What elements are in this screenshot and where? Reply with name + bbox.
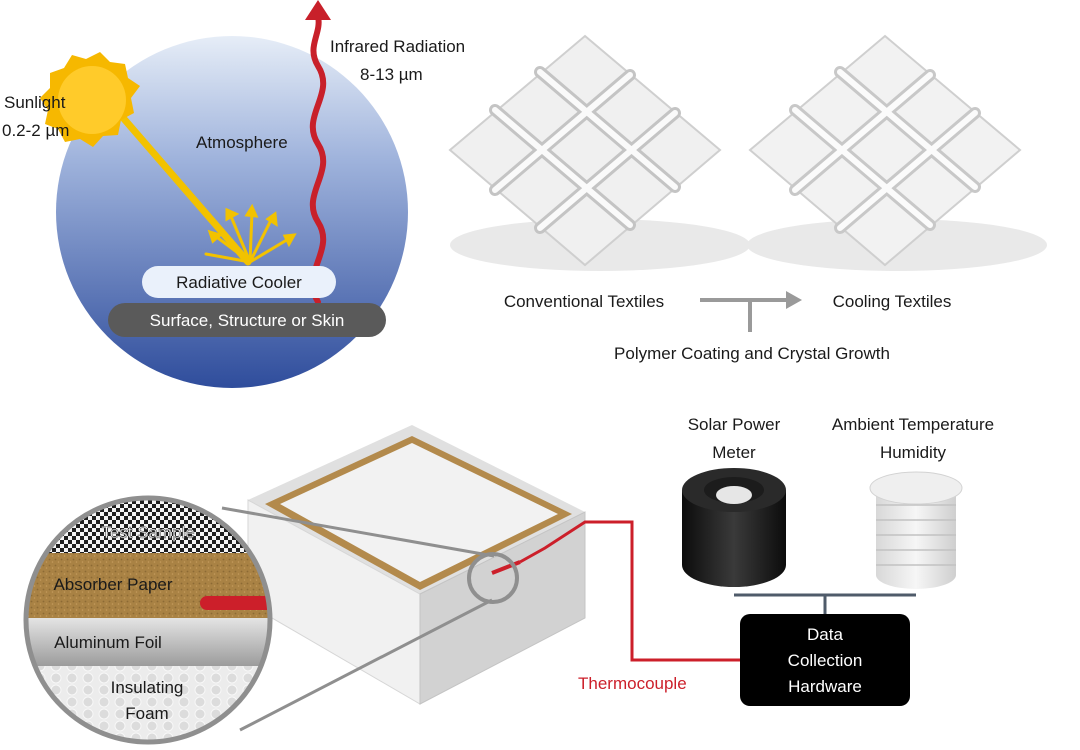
thermocouple-label: Thermocouple xyxy=(578,674,687,693)
insulation-block xyxy=(247,425,586,705)
magnifier-target xyxy=(467,552,519,604)
conventional-textiles-label: Conventional Textiles xyxy=(504,292,664,311)
insulating-foam-label-line2: Foam xyxy=(125,704,168,723)
ambient-label-line1: Ambient Temperature xyxy=(832,415,994,434)
solar-power-meter-icon xyxy=(682,468,786,587)
magnifier-line-bottom xyxy=(239,598,493,732)
conventional-textile-image xyxy=(448,34,750,271)
magnifier-ring xyxy=(23,495,273,745)
hardware-label-line2: Collection xyxy=(788,651,863,670)
atmosphere-label: Atmosphere xyxy=(196,133,288,152)
scattered-rays xyxy=(204,203,297,264)
measurement-setup-panel: Test Sample Absorber Paper Aluminum Foil… xyxy=(23,415,994,745)
solar-meter-label-line2: Meter xyxy=(712,443,756,462)
hardware-label-line3: Hardware xyxy=(788,677,862,696)
hardware-label-line1: Data xyxy=(807,625,843,644)
infrared-label: Infrared Radiation xyxy=(330,37,465,56)
radiative-cooler-layer xyxy=(142,266,336,298)
aluminum-foil-label: Aluminum Foil xyxy=(54,633,162,652)
surface-label: Surface, Structure or Skin xyxy=(150,311,345,330)
textiles-panel: Conventional Textiles Cooling Textiles P… xyxy=(448,34,1047,363)
sunlight-ray xyxy=(114,108,252,266)
sun-icon xyxy=(40,52,140,147)
sunlight-range: 0.2-2 µm xyxy=(2,121,69,140)
data-collection-hardware xyxy=(740,614,910,706)
test-sample-label: Test Sample xyxy=(101,523,195,542)
ambient-sensor-icon xyxy=(869,471,963,589)
thermocouple-wire xyxy=(519,520,740,662)
cooling-textiles-label: Cooling Textiles xyxy=(833,292,952,311)
infrared-range: 8-13 µm xyxy=(360,65,423,84)
ambient-label-line2: Humidity xyxy=(880,443,947,462)
magnifier-line-top xyxy=(221,506,495,558)
surface-layer xyxy=(108,303,386,337)
radiative-cooler-label: Radiative Cooler xyxy=(176,273,302,292)
process-label: Polymer Coating and Crystal Growth xyxy=(614,344,890,363)
radiative-cooling-panel: Atmosphere Sunlight 0.2-2 µm Infrared Ra… xyxy=(2,0,465,388)
sensor-connector-bus xyxy=(734,593,916,614)
aluminum-foil-layer xyxy=(26,618,270,666)
infrared-arrowhead xyxy=(305,0,331,20)
absorber-paper-label: Absorber Paper xyxy=(53,575,172,594)
insulating-foam-label-line1: Insulating xyxy=(111,678,184,697)
solar-meter-label-line1: Solar Power xyxy=(688,415,781,434)
cooling-textile-image xyxy=(747,34,1047,271)
process-arrow xyxy=(700,291,802,332)
infrared-radiation-wave xyxy=(309,13,327,305)
sunlight-label: Sunlight xyxy=(4,93,66,112)
